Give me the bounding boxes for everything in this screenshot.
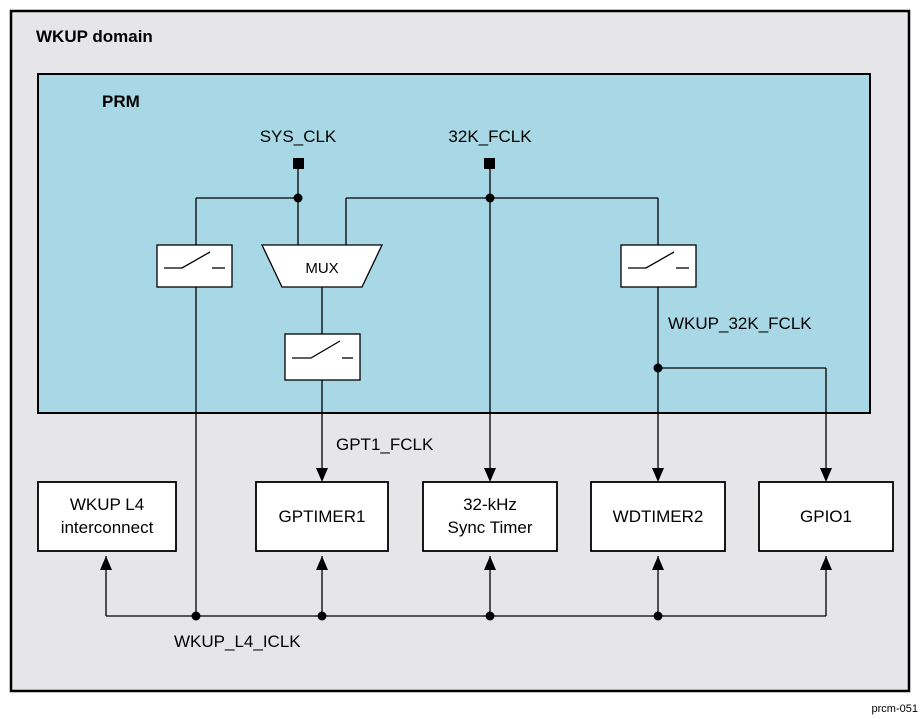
- arrow-wdtimer2-iclk: [652, 556, 664, 570]
- arrow-wdtimer2-fclk: [652, 468, 664, 482]
- arrow-gpio1-fclk: [820, 468, 832, 482]
- mux-label: MUX: [305, 260, 338, 277]
- sync-timer-line1: 32-kHz: [463, 495, 517, 514]
- module-gpio1: GPIO1: [758, 481, 894, 552]
- module-gptimer1: GPTIMER1: [255, 481, 389, 552]
- junction-sys-clk: [293, 193, 303, 203]
- junction-bus-3: [485, 611, 495, 621]
- junction-bus-2: [317, 611, 327, 621]
- figure-id: prcm-051: [872, 703, 918, 715]
- gpt1-fclk-label: GPT1_FCLK: [336, 435, 434, 454]
- switch-gpt1-fclk: [284, 333, 361, 381]
- gptimer1-label: GPTIMER1: [279, 507, 366, 526]
- module-sync-timer: 32-kHz Sync Timer: [422, 481, 558, 552]
- gpio1-label: GPIO1: [800, 507, 852, 526]
- junction-wkup-32k: [653, 363, 663, 373]
- 32k-fclk-label: 32K_FCLK: [448, 127, 532, 146]
- prm-box: [37, 73, 871, 414]
- up-arrows: [100, 556, 832, 570]
- junction-bus-1: [191, 611, 201, 621]
- wdtimer2-label: WDTIMER2: [613, 507, 704, 526]
- 32k-fclk-terminal: [484, 158, 495, 169]
- switch-sys-clk: [156, 244, 233, 288]
- down-arrows: [316, 468, 832, 482]
- arrow-gpio1-iclk: [820, 556, 832, 570]
- wkup-32k-fclk-label: WKUP_32K_FCLK: [668, 314, 812, 333]
- arrow-sync-timer-fclk: [484, 468, 496, 482]
- wkup-domain-title: WKUP domain: [36, 27, 153, 46]
- arrow-wkup-l4-iclk: [100, 556, 112, 570]
- junction-32k-fclk: [485, 193, 495, 203]
- wkup-l4-line2: interconnect: [61, 518, 154, 537]
- junction-bus-4: [653, 611, 663, 621]
- arrow-sync-timer-iclk: [484, 556, 496, 570]
- module-wkup-l4-interconnect: WKUP L4 interconnect: [37, 481, 177, 552]
- wiring: [105, 169, 827, 617]
- sync-timer-line2: Sync Timer: [447, 518, 532, 537]
- sys-clk-label: SYS_CLK: [260, 127, 337, 146]
- wkup-l4-line1: WKUP L4: [70, 495, 144, 514]
- wkup-l4-iclk-label: WKUP_L4_ICLK: [174, 632, 301, 651]
- arrow-gptimer1-fclk: [316, 468, 328, 482]
- switch-wkup-32k-fclk: [620, 244, 697, 288]
- module-wdtimer2: WDTIMER2: [590, 481, 726, 552]
- mux-block: [260, 244, 384, 288]
- junction-dots: [191, 193, 663, 621]
- sys-clk-terminal: [293, 158, 304, 169]
- arrow-gptimer1-iclk: [316, 556, 328, 570]
- prm-title: PRM: [102, 92, 140, 111]
